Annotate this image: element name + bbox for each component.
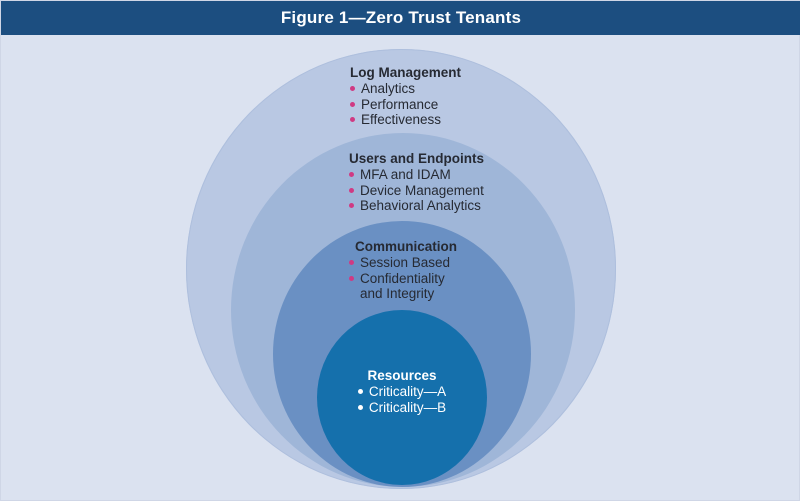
bullet-icon: [349, 203, 354, 208]
bullet-icon: [357, 389, 363, 394]
bullet-icon: [350, 117, 355, 122]
list-item: MFA and IDAM: [349, 167, 484, 183]
log-management-heading: Log Management: [350, 65, 462, 80]
users-endpoints-heading: Users and Endpoints: [349, 151, 485, 166]
list-item: Analytics: [350, 81, 461, 97]
list-item: Effectiveness: [350, 112, 461, 128]
list-item: Behavioral Analytics: [349, 198, 484, 214]
communication-list: Session Based Confidentiality and Integr…: [349, 255, 457, 302]
list-item: Device Management: [349, 183, 484, 199]
users-endpoints-list: MFA and IDAM Device Management Behaviora…: [349, 167, 484, 214]
bullet-icon: [350, 86, 355, 91]
communication-heading: Communication: [355, 239, 458, 254]
list-item: Criticality—A: [357, 384, 446, 400]
bullet-icon: [349, 187, 354, 193]
communication-block: Communication Session Based Confidential…: [349, 239, 457, 302]
log-management-list: Analytics Performance Effectiveness: [350, 81, 461, 128]
resources-block: Resources Criticality—A Criticality—B: [317, 368, 487, 417]
figure-title: Figure 1—Zero Trust Tenants: [1, 1, 800, 35]
bullet-icon: [349, 275, 354, 281]
list-item: Performance: [350, 97, 461, 113]
resources-heading: Resources: [367, 368, 437, 383]
list-item: Session Based: [349, 255, 457, 271]
bullet-icon: [349, 172, 354, 177]
ring-resources: [317, 310, 487, 485]
bullet-icon: [349, 260, 354, 265]
nested-circles-diagram: Log Management Analytics Performance Eff…: [1, 35, 800, 502]
resources-list: Criticality—A Criticality—B: [357, 384, 446, 416]
list-item: Criticality—B: [357, 400, 446, 416]
users-endpoints-block: Users and Endpoints MFA and IDAM Device …: [349, 151, 484, 214]
bullet-icon: [357, 404, 363, 410]
log-management-block: Log Management Analytics Performance Eff…: [350, 65, 461, 128]
list-item: Confidentiality and Integrity: [349, 271, 457, 302]
bullet-icon: [350, 101, 355, 107]
